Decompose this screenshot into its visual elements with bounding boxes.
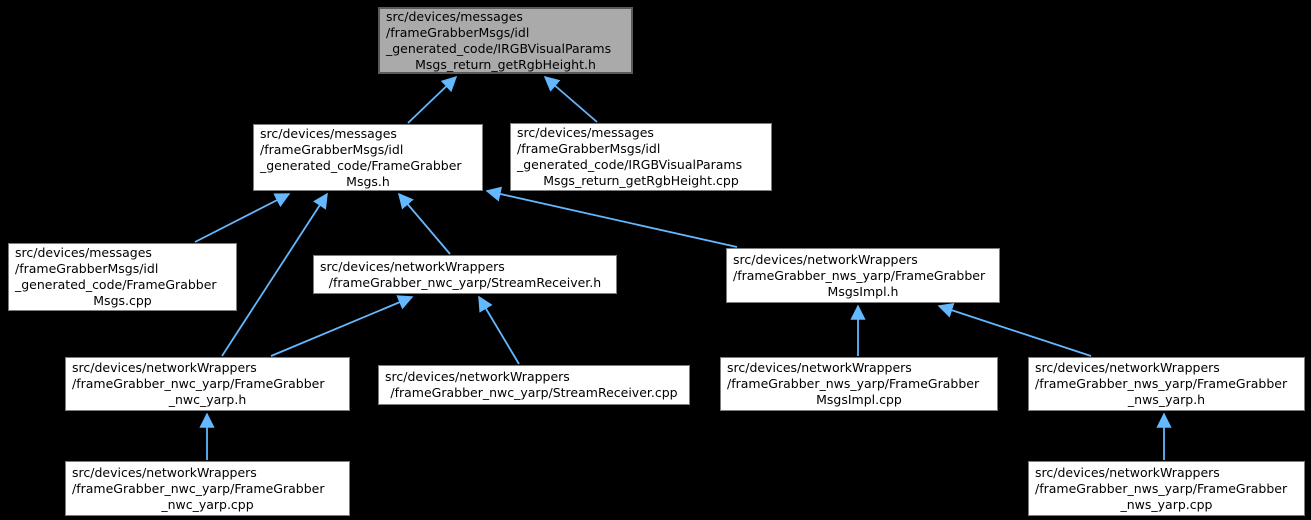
node-label-line: src/devices/messages <box>386 8 523 24</box>
node-label-line: src/devices/networkWrappers <box>320 258 505 274</box>
node-streamreceiver-h[interactable]: src/devices/networkWrappers /frameGrabbe… <box>313 255 617 294</box>
edge-msgsimpl-h-to-fgmsgs-h <box>485 186 738 248</box>
node-label-line: /frameGrabber_nwc_yarp/FrameGrabber <box>72 376 325 391</box>
node-label-line: src/devices/networkWrappers <box>1035 360 1220 375</box>
node-framegrabbermsgsimpl-h[interactable]: src/devices/networkWrappers /frameGrabbe… <box>726 248 1000 303</box>
node-label-line: Msgs_return_getRgbHeight.cpp <box>543 173 739 188</box>
node-label-line: /frameGrabberMsgs/idl <box>260 141 404 157</box>
node-label-line: /frameGrabberMsgs/idl <box>15 261 159 276</box>
node-label-line: _generated_code/FrameGrabber <box>15 277 217 292</box>
node-label-line: _nwc_yarp.cpp <box>161 496 254 512</box>
node-label-line: /frameGrabber_nwc_yarp/StreamReceiver.h <box>328 274 602 290</box>
edge-nwc-yarp-h-to-fgmsgs-h <box>221 192 328 357</box>
node-label-line: src/devices/messages <box>517 125 654 140</box>
node-label-line: Msgs.cpp <box>93 293 152 308</box>
node-label-line: src/devices/messages <box>260 125 397 141</box>
node-label-line: /frameGrabber_nws_yarp/FrameGrabber <box>1035 376 1288 391</box>
node-label-line: _nws_yarp.h <box>1127 392 1206 407</box>
node-framegrabbermsgs-cpp[interactable]: src/devices/messages /frameGrabberMsgs/i… <box>8 243 237 311</box>
node-label-line: /frameGrabberMsgs/idl <box>517 141 661 156</box>
edge-nwc-yarp-h-to-streamreceiver-h <box>270 295 414 357</box>
node-label-line: _generated_code/IRGBVisualParams <box>386 40 612 56</box>
node-irgbvisualparams-return-getrgbheight-cpp[interactable]: src/devices/messages /frameGrabberMsgs/i… <box>510 123 772 191</box>
node-label-line: src/devices/networkWrappers <box>1035 464 1220 480</box>
node-streamreceiver-cpp[interactable]: src/devices/networkWrappers /frameGrabbe… <box>378 365 690 405</box>
edge-nws-yarp-h-to-msgsimpl-h <box>937 303 1092 357</box>
edge-streamreceiver-cpp-to-streamreceiver-h <box>478 295 520 365</box>
node-label-line: src/devices/networkWrappers <box>385 369 570 384</box>
node-label-line: _generated_code/IRGBVisualParams <box>517 157 743 172</box>
edge-streamreceiver-h-to-fgmsgs-h <box>398 192 451 255</box>
edge-fgmsgs-h-to-irgb-h <box>407 75 458 124</box>
node-label-line: _generated_code/FrameGrabber <box>260 157 462 173</box>
node-label-line: Msgs_return_getRgbHeight.h <box>415 56 596 72</box>
node-framegrabber-nws-yarp-cpp[interactable]: src/devices/networkWrappers /frameGrabbe… <box>1028 461 1305 516</box>
node-label-line: Msgs.h <box>346 173 390 189</box>
node-label-line: src/devices/networkWrappers <box>72 360 257 375</box>
node-framegrabbermsgsimpl-cpp[interactable]: src/devices/networkWrappers /frameGrabbe… <box>720 357 998 411</box>
node-label-line: _nws_yarp.cpp <box>1120 496 1213 512</box>
node-framegrabber-nwc-yarp-h[interactable]: src/devices/networkWrappers /frameGrabbe… <box>65 357 350 411</box>
edge-fgmsgs-cpp-to-fgmsgs-h <box>194 193 291 243</box>
node-label-line: /frameGrabber_nws_yarp/FrameGrabber <box>733 267 986 283</box>
node-label-line: src/devices/networkWrappers <box>727 360 912 375</box>
node-framegrabber-nws-yarp-h[interactable]: src/devices/networkWrappers /frameGrabbe… <box>1028 357 1305 411</box>
node-label-line: _nwc_yarp.h <box>168 392 247 407</box>
edge-irgb-cpp-to-irgb-h <box>543 75 598 123</box>
node-irgbvisualparams-return-getrgbheight-h[interactable]: src/devices/messages /frameGrabberMsgs/i… <box>378 7 633 74</box>
node-label-line: /frameGrabber_nwc_yarp/StreamReceiver.cp… <box>390 385 678 400</box>
node-label-line: MsgsImpl.h <box>827 283 899 299</box>
node-label-line: src/devices/messages <box>15 245 152 260</box>
node-framegrabber-nwc-yarp-cpp[interactable]: src/devices/networkWrappers /frameGrabbe… <box>65 461 350 516</box>
node-label-line: /frameGrabber_nws_yarp/FrameGrabber <box>727 376 980 391</box>
node-framegrabbermsgs-h[interactable]: src/devices/messages /frameGrabberMsgs/i… <box>253 124 483 191</box>
node-label-line: src/devices/networkWrappers <box>733 251 918 267</box>
node-label-line: /frameGrabber_nws_yarp/FrameGrabber <box>1035 480 1288 496</box>
node-label-line: src/devices/networkWrappers <box>72 464 257 480</box>
node-label-line: MsgsImpl.cpp <box>816 392 902 407</box>
node-label-line: /frameGrabberMsgs/idl <box>386 24 530 40</box>
node-label-line: /frameGrabber_nwc_yarp/FrameGrabber <box>72 480 325 496</box>
